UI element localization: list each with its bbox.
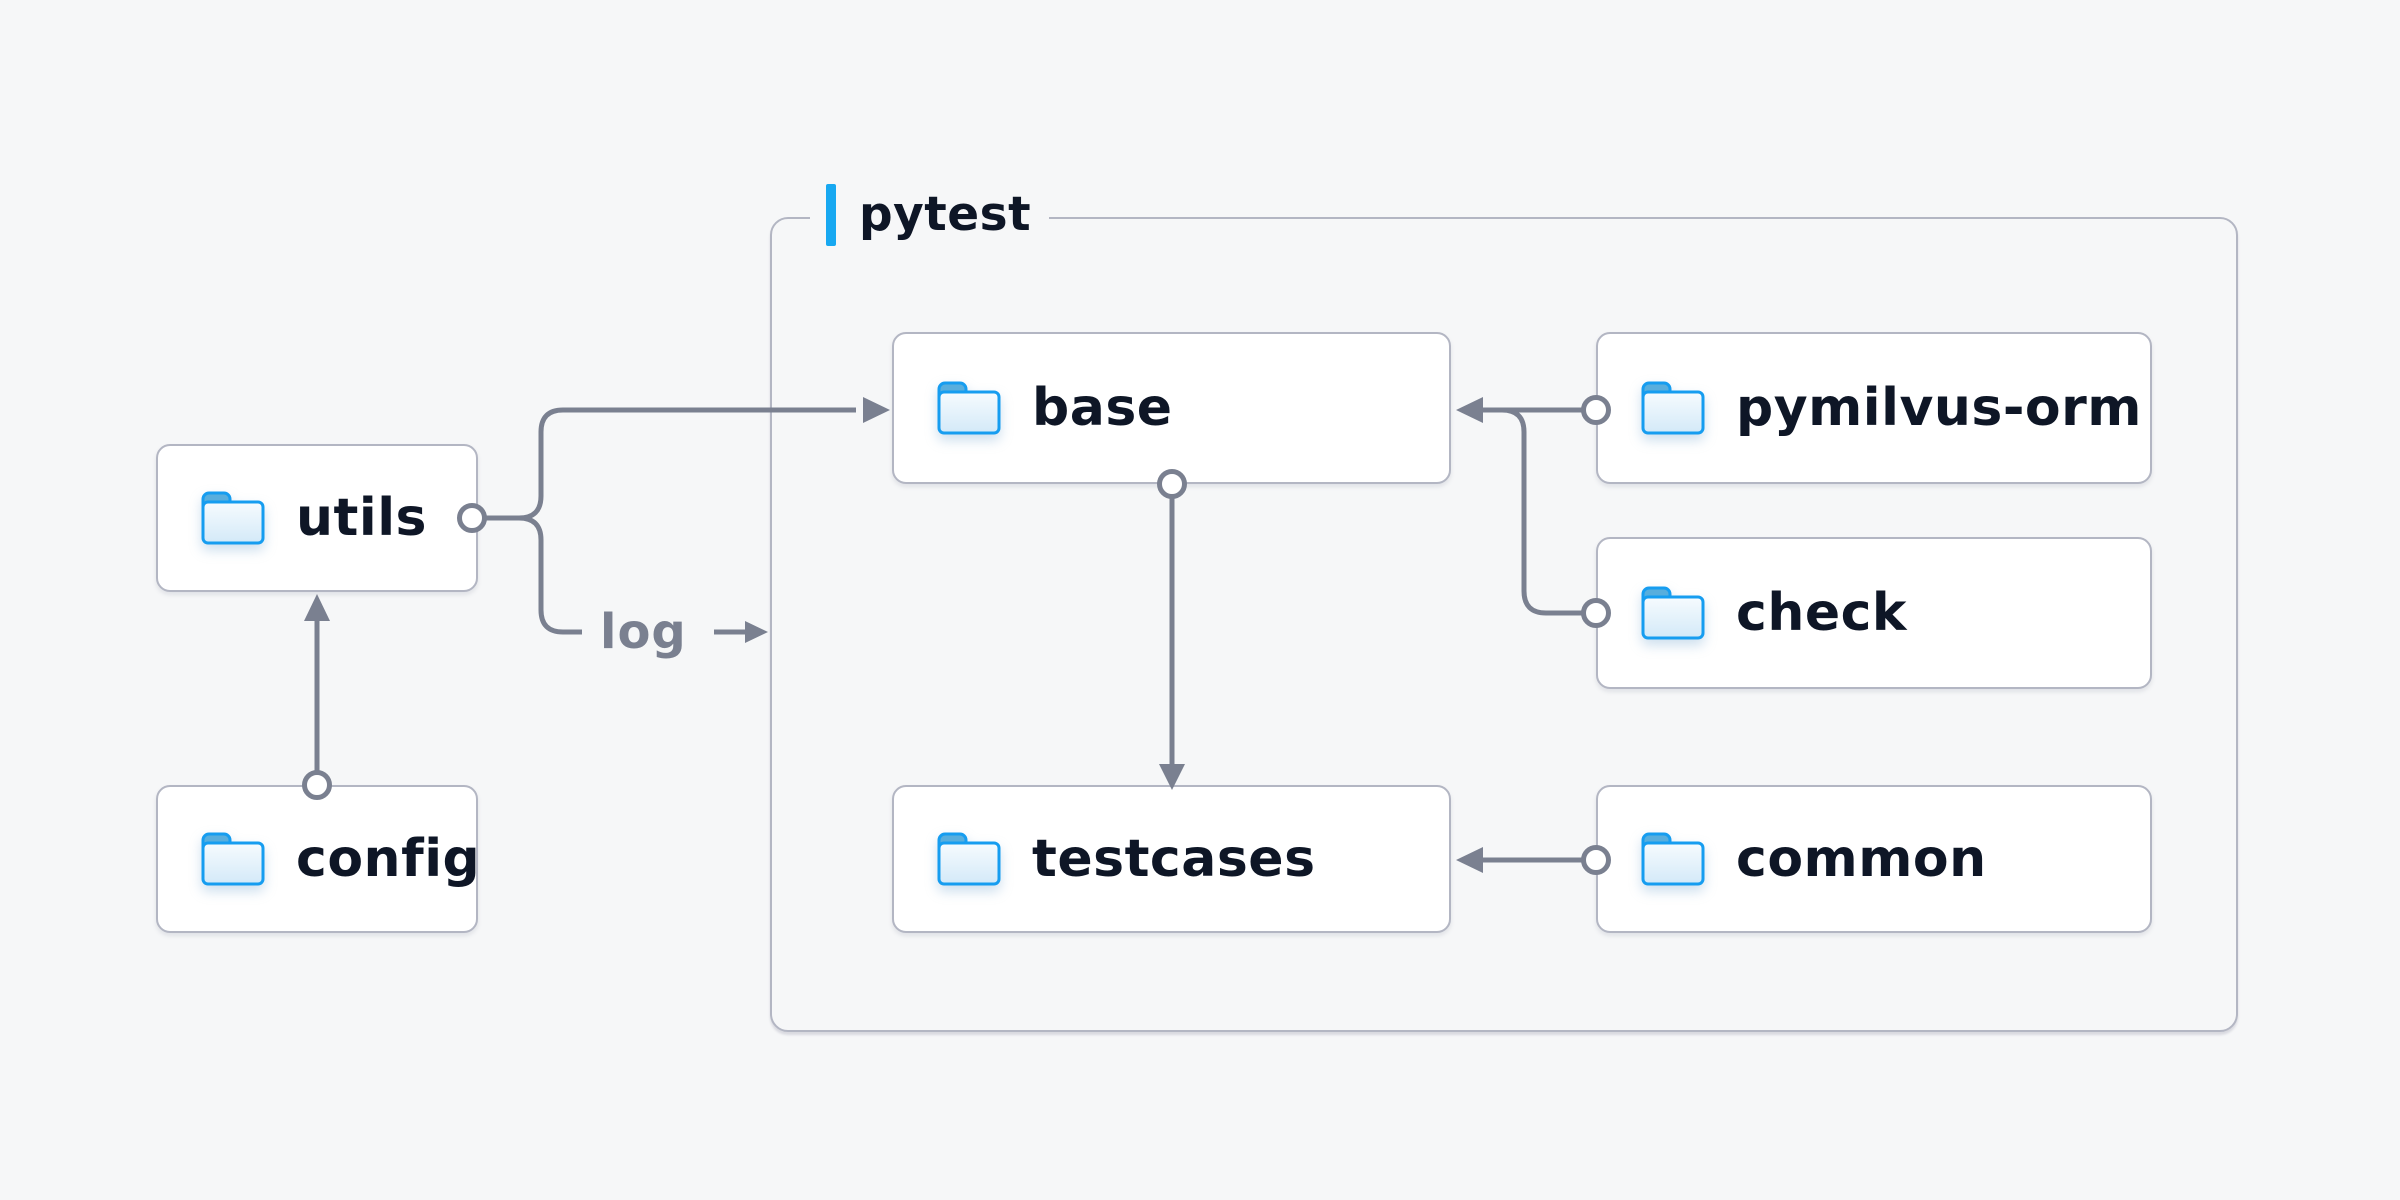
folder-icon	[937, 381, 1001, 435]
folder-icon	[937, 832, 1001, 886]
node-label: base	[1032, 378, 1173, 438]
node-config: config	[156, 785, 481, 933]
node-pymilvus-orm: pymilvus-orm	[1596, 332, 2152, 484]
folder-icon	[1641, 832, 1705, 886]
folder-icon	[201, 832, 265, 886]
node-common: common	[1596, 785, 2152, 933]
node-label: config	[296, 829, 481, 889]
node-utils: utils	[156, 444, 478, 592]
node-check: check	[1596, 537, 2152, 689]
folder-icon	[201, 491, 265, 545]
node-label: testcases	[1032, 829, 1316, 889]
node-label: check	[1736, 583, 1908, 643]
folder-icon	[1641, 381, 1705, 435]
accent-bar	[826, 184, 836, 246]
node-base: base	[892, 332, 1451, 484]
node-testcases: testcases	[892, 785, 1451, 933]
arrow-up-icon	[304, 594, 330, 621]
folder-icon	[1641, 586, 1705, 640]
edge-config-to-utils	[302, 594, 332, 800]
group-container-pytest	[770, 217, 2238, 1032]
edge-label-log: log	[600, 604, 687, 660]
arrow-right-icon	[745, 621, 768, 643]
node-label: pymilvus-orm	[1736, 378, 2142, 438]
group-title: pytest	[859, 187, 1032, 242]
node-label: utils	[296, 488, 427, 548]
group-label-pytest: pytest	[810, 182, 1050, 248]
node-label: common	[1736, 829, 1987, 889]
